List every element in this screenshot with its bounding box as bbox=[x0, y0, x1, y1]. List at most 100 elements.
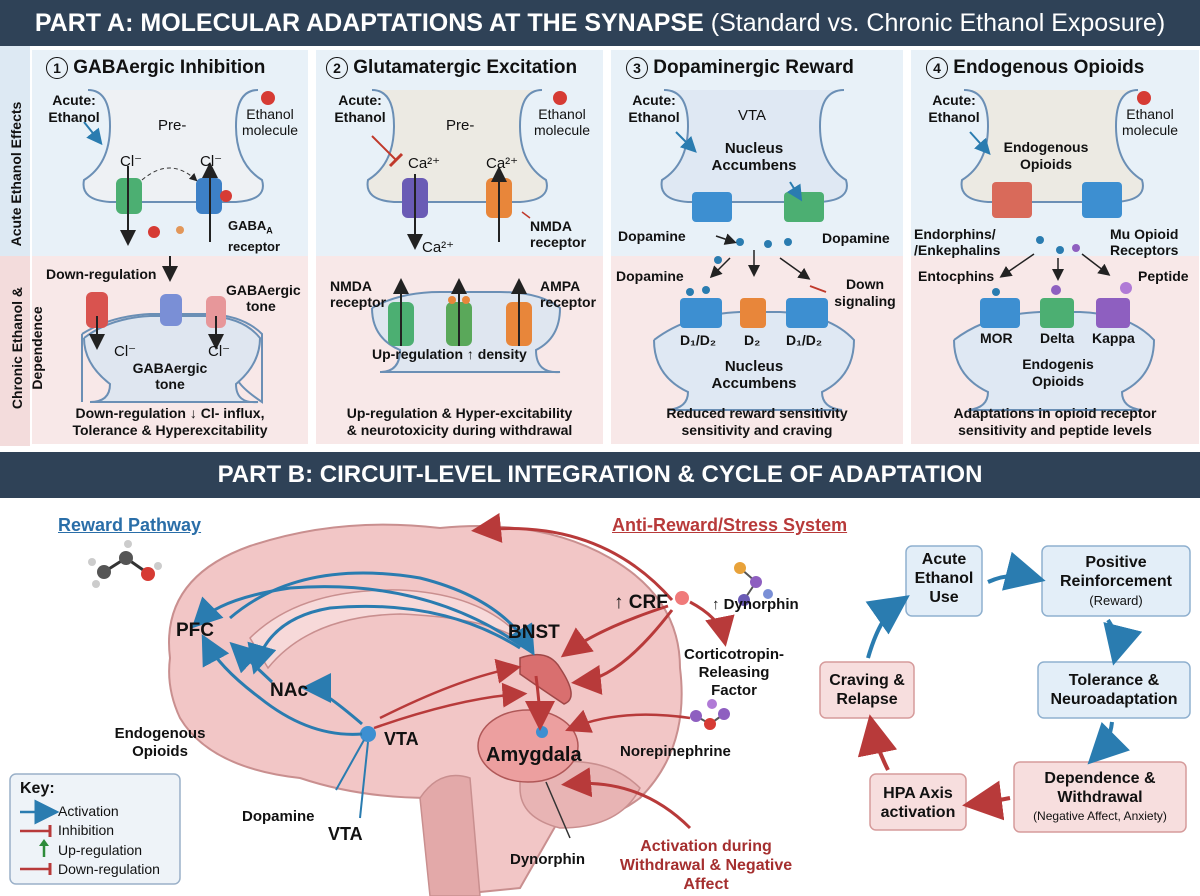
panel1-legend-line1: Ethanol bbox=[246, 106, 294, 122]
panel4-mu-line2: Receptors bbox=[1110, 242, 1179, 258]
panel3-receptor-2: D₂ bbox=[744, 332, 761, 348]
dynorphin-molecule-icon bbox=[734, 562, 773, 606]
brain-label-vta: VTA bbox=[384, 729, 419, 749]
panel4-receptor-mor: MOR bbox=[980, 330, 1013, 346]
panel1-title: 1 GABAergic Inhibition bbox=[46, 57, 265, 79]
panel3-nac-label: Nucleus Accumbens bbox=[700, 140, 808, 174]
hpa-line2: activation bbox=[880, 804, 956, 821]
positive-line3: (Reward) bbox=[1089, 593, 1143, 608]
panel3-dopamine-lower: Dopamine bbox=[616, 268, 684, 284]
panel2-caption: Up-regulation & Hyper-excitability & neu… bbox=[318, 405, 601, 439]
brain-label-pfc: PFC bbox=[176, 620, 214, 641]
panel2-pre-label: Pre- bbox=[446, 117, 475, 134]
dependence-line1: Dependence & bbox=[1044, 770, 1156, 787]
part-a-diagram bbox=[0, 46, 1199, 446]
endo-line1: Endogenous bbox=[114, 725, 206, 742]
panel4-endorphins: Endorphins/ /Enkephalins bbox=[914, 226, 1000, 258]
row-label-acute: Acute Ethanol Effects bbox=[8, 101, 24, 247]
panel2-legend-line1: Ethanol bbox=[538, 106, 586, 122]
panel4-mu-line1: Mu Opioid bbox=[1110, 226, 1179, 242]
panel1-legend-line2: molecule bbox=[241, 122, 299, 138]
row-label-chronic-1: Chronic Ethanol & bbox=[9, 286, 25, 410]
panel4-endo-line2: /Enkephalins bbox=[914, 242, 1001, 258]
crf-full-line2: Releasing bbox=[698, 664, 770, 681]
panel1-downreg-label: Down-regulation bbox=[46, 266, 157, 282]
panel4-postsynaptic bbox=[953, 282, 1156, 411]
panel2-nmda-label: NMDA receptor bbox=[530, 218, 586, 250]
tolerance-line2: Neuroadaptation bbox=[1050, 691, 1178, 708]
panel4-pre-line1: Endogenous bbox=[1003, 139, 1089, 155]
panel1-caption: Down-regulation ↓ Cl- influx, Tolerance … bbox=[34, 405, 306, 439]
panel1-tone-line1: GABAergic bbox=[226, 282, 301, 298]
panel1-receptor-label: GABAA receptor bbox=[228, 218, 280, 255]
key-item-upregulation: Up-regulation bbox=[58, 842, 143, 858]
panel2-caption-line2: & neurotoxicity during withdrawal bbox=[346, 422, 573, 438]
panel2-acute-line2: Ethanol bbox=[334, 109, 386, 125]
brain-label-dynorphin-up: ↑ Dynorphin bbox=[712, 596, 799, 613]
cycle-acute-use: Acute Ethanol Use bbox=[906, 550, 982, 607]
reward-arrows bbox=[191, 571, 535, 819]
hpa-line1: HPA Axis bbox=[883, 785, 953, 802]
panel2-chronic-nmda-line2: receptor bbox=[330, 294, 387, 310]
withdrawal-label: Activation during Withdrawal & Negative … bbox=[606, 837, 806, 894]
panel4-acute-line2: Ethanol bbox=[928, 109, 980, 125]
panel2-upreg-label: Up-regulation ↑ density bbox=[372, 346, 527, 362]
acute-use-line2: Ethanol bbox=[914, 570, 974, 587]
panel3-receptor-1: D₁/D₂ bbox=[680, 332, 717, 348]
withdrawal-line2: Withdrawal & Negative bbox=[619, 857, 793, 874]
panel2-title: 2 Glutamatergic Excitation bbox=[326, 57, 577, 79]
part-a-title: PART A: MOLECULAR ADAPTATIONS AT THE SYN… bbox=[34, 9, 704, 37]
panel1-acute-line2: Ethanol bbox=[48, 109, 100, 125]
panel4-ethanol-legend: Ethanol molecule bbox=[1112, 106, 1188, 138]
withdrawal-line3: Affect bbox=[683, 876, 729, 893]
panel2-number: 2 bbox=[326, 57, 348, 79]
panel3-caption: Reduced reward sensitivity sensitivity a… bbox=[613, 405, 901, 439]
panel1-caption-line1: Down-regulation ↓ Cl- influx, bbox=[75, 405, 265, 421]
panel1-ethanol-legend: Ethanol molecule bbox=[232, 106, 308, 138]
brain-label-amygdala: Amygdala bbox=[486, 744, 582, 766]
brain-label-dopamine: Dopamine bbox=[242, 808, 315, 825]
cycle-tolerance: Tolerance & Neuroadaptation bbox=[1038, 671, 1190, 709]
anti-reward-arrows bbox=[373, 512, 735, 839]
panel2-chronic-ampa-line2: receptor bbox=[540, 294, 597, 310]
panel4-legend-line2: molecule bbox=[1121, 122, 1179, 138]
panel3-nac-line1: Nucleus bbox=[724, 140, 784, 157]
panel4-number: 4 bbox=[926, 57, 948, 79]
panel4-legend-line1: Ethanol bbox=[1126, 106, 1174, 122]
panel3-acute-line2: Ethanol bbox=[628, 109, 680, 125]
positive-line1: Positive bbox=[1085, 554, 1147, 571]
panel2-chronic-ampa: AMPA receptor bbox=[540, 278, 596, 310]
panel1-post-tone-line2: tone bbox=[155, 376, 185, 392]
panel4-endo-line1: Endorphins/ bbox=[914, 226, 996, 242]
endo-line2: Opioids bbox=[132, 743, 188, 760]
anti-reward-label: Anti-Reward/Stress System bbox=[612, 515, 848, 535]
cycle-dependence: Dependence & Withdrawal (Negative Affect… bbox=[1014, 769, 1186, 826]
panel3-dopamine-left: Dopamine bbox=[618, 228, 686, 244]
panel3-down-signaling: Down signaling bbox=[832, 276, 898, 310]
panel1-post-ion-left: Cl⁻ bbox=[114, 343, 137, 360]
panel4-receptor-delta: Delta bbox=[1040, 330, 1075, 346]
panel4-title-text: Endogenous Opioids bbox=[953, 57, 1145, 78]
ethanol-molecule-icon bbox=[88, 540, 162, 588]
panel3-vta-label: VTA bbox=[738, 107, 767, 124]
panel1-acute-line1: Acute: bbox=[52, 92, 96, 108]
key-item-inhibition: Inhibition bbox=[58, 822, 115, 838]
dependence-line2: Withdrawal bbox=[1057, 789, 1143, 806]
panel1-title-text: GABAergic Inhibition bbox=[73, 57, 266, 78]
panel4-pre-label: Endogenous Opioids bbox=[992, 139, 1100, 173]
key-item-activation: Activation bbox=[58, 803, 119, 819]
panel4-post-label: Endogenis Opioids bbox=[1004, 356, 1112, 390]
panel3-title-text: Dopaminergic Reward bbox=[653, 57, 854, 78]
brain-label-norepinephrine: Norepinephrine bbox=[620, 743, 731, 760]
brain-label-crf-full: Corticotropin- Releasing Factor bbox=[664, 646, 804, 700]
panel1-number: 1 bbox=[46, 57, 68, 79]
panel3-down-line2: signaling bbox=[834, 293, 896, 309]
craving-line1: Craving & bbox=[829, 672, 905, 689]
part-b-title: PART B: CIRCUIT-LEVEL INTEGRATION & CYCL… bbox=[217, 461, 983, 488]
panel3-acute-label: Acute: Ethanol bbox=[624, 92, 684, 126]
panel2-postsynaptic bbox=[371, 278, 562, 374]
craving-line2: Relapse bbox=[836, 691, 898, 708]
panel4-caption-line2: sensitivity and peptide levels bbox=[958, 422, 1152, 438]
acute-use-line1: Acute bbox=[921, 551, 967, 568]
panel2-caption-line1: Up-regulation & Hyper-excitability bbox=[346, 405, 573, 421]
